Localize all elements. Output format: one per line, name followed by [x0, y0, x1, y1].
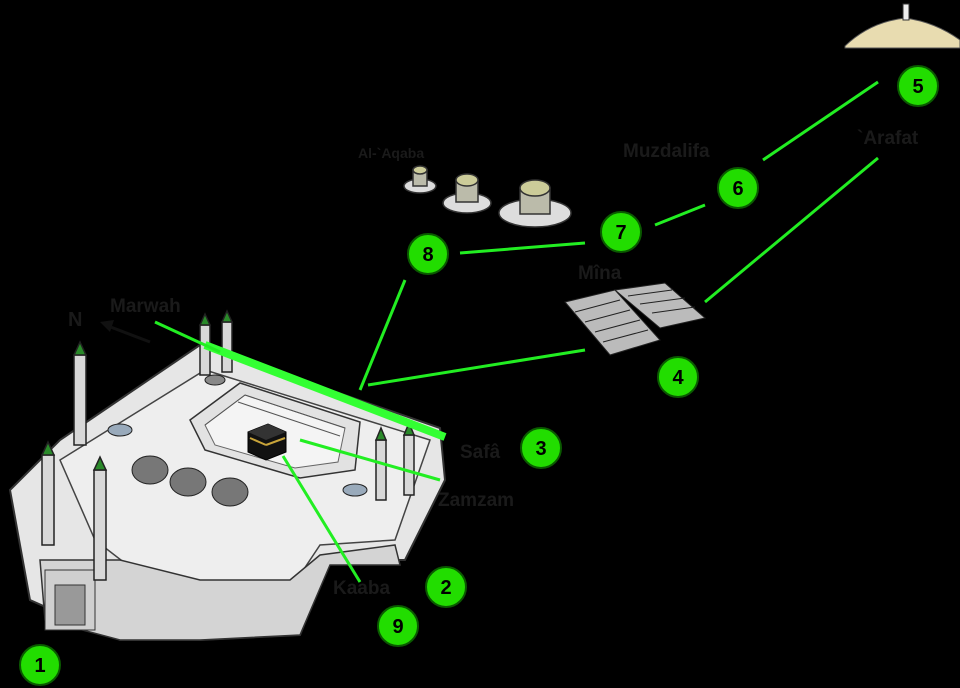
step-marker-7: 7: [600, 211, 642, 253]
zamzam-label: Zamzam: [438, 490, 514, 511]
minaret-icons: [40, 309, 416, 581]
step-number: 5: [912, 76, 923, 98]
step-marker-6: 6: [717, 167, 759, 209]
jamarat-illustration: [403, 165, 572, 228]
kaaba-icon: [247, 423, 287, 461]
grand-mosque-illustration: [8, 309, 447, 641]
kaaba-label: Kaaba: [333, 578, 390, 599]
step-number: 2: [440, 577, 451, 599]
step-marker-8: 8: [407, 233, 449, 275]
step-marker-4: 4: [657, 356, 699, 398]
mount-arafat-illustration: [844, 3, 960, 49]
muzdalifa-label: Muzdalifa: [623, 141, 710, 162]
step-marker-9: 9: [377, 605, 419, 647]
marwah-label: Marwah: [110, 296, 181, 317]
step-marker-1: 1: [19, 644, 61, 686]
step-marker-2: 2: [425, 566, 467, 608]
arafat-label: `Arafat: [857, 128, 919, 149]
dome-icons: [107, 374, 368, 507]
route-lines: [154, 80, 879, 583]
step-number: 7: [615, 222, 626, 244]
step-number: 4: [672, 367, 684, 389]
safa-label: Safâ: [460, 442, 501, 463]
step-number: 9: [392, 616, 403, 638]
mina-label: Mîna: [578, 263, 622, 284]
step-marker-3: 3: [520, 427, 562, 469]
mina-tents-illustration: [564, 282, 707, 356]
north-label: N: [68, 309, 82, 331]
step-number: 1: [34, 655, 45, 677]
step-marker-5: 5: [897, 65, 939, 107]
step-number: 3: [535, 438, 546, 460]
aqaba-label: Al-`Aqaba: [358, 145, 424, 161]
step-number: 8: [422, 244, 433, 266]
masa-corridor: [203, 341, 447, 441]
step-number: 6: [732, 178, 743, 200]
north-arrow-icon: [100, 320, 151, 344]
